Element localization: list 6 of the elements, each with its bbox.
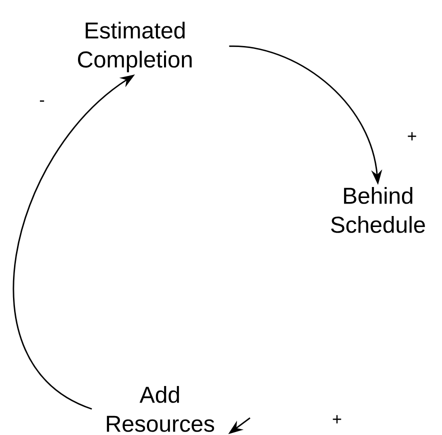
- node-label: Estimated Completion: [78, 22, 192, 72]
- polarity-sign: -: [40, 100, 44, 102]
- polarity-sign: +: [332, 415, 342, 424]
- node-label: Add Resources: [106, 386, 214, 432]
- polarity-sign: +: [408, 132, 416, 140]
- node-label: Behind Schedule: [331, 187, 425, 233]
